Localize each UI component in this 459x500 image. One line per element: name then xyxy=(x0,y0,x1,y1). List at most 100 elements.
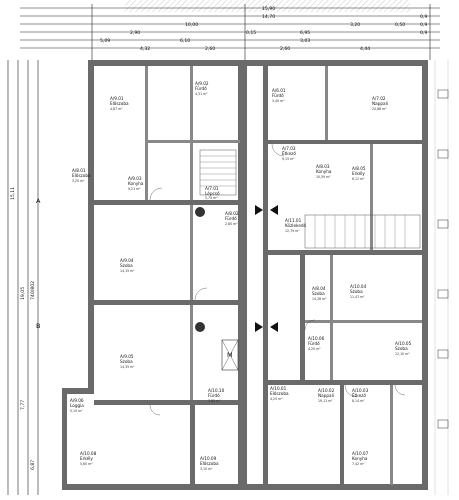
room-id: A/10.09 xyxy=(200,456,217,461)
room-id: A/6.01 xyxy=(272,88,286,93)
room-name: Étkező xyxy=(282,151,296,156)
room-id: A/10.04 xyxy=(350,284,367,289)
right-grid-lines xyxy=(434,60,449,495)
room-id: A/8.02 xyxy=(225,211,239,216)
main-staircase xyxy=(304,214,421,249)
room-area: 3,85 m² xyxy=(208,399,221,403)
room-area: 20,88 m² xyxy=(372,107,387,111)
room-name: Fürdő xyxy=(225,216,237,221)
room-name: Loggia xyxy=(70,403,84,408)
room-area: 2,80 m² xyxy=(225,222,238,226)
dim-row4-a: 2,90 xyxy=(130,30,140,36)
lift-label: M xyxy=(227,351,233,359)
room-area: 8,14 m² xyxy=(352,399,365,403)
room-id: A/9.03 xyxy=(128,176,142,181)
axis-label-a: A xyxy=(36,197,41,205)
room-id: A/11.01 xyxy=(285,218,302,223)
room-id: A/9.06 xyxy=(70,398,84,403)
room-name: Lépcső xyxy=(205,191,220,196)
dim-top-total: 15,90 xyxy=(262,6,275,12)
room-area: 4,25 m² xyxy=(270,397,283,401)
room-name: Előszoba xyxy=(110,101,129,106)
room-area: 9,15 m² xyxy=(282,157,295,161)
room-name: Közlekedő xyxy=(285,223,307,228)
room-id: A/9.04 xyxy=(120,258,134,263)
room-area: 14,15 m² xyxy=(120,269,135,273)
room-name: Nappali xyxy=(318,393,334,398)
room-id: A/9.02 xyxy=(195,81,209,86)
room-area: 4,87 m² xyxy=(110,107,123,111)
room-name: Fürdő xyxy=(208,393,220,398)
room-area: 11,47 m² xyxy=(350,295,365,299)
room-name: Nappali xyxy=(372,101,388,106)
room-name: Étkező xyxy=(352,393,366,398)
right-level-markers xyxy=(437,89,449,429)
room-id: A/9.05 xyxy=(120,354,134,359)
room-id: A/10.03 xyxy=(352,388,369,393)
room-id: A/7.02 xyxy=(372,96,386,101)
dim-row6-a: 5,09 xyxy=(100,38,110,44)
stair-core xyxy=(199,149,239,371)
door-swings xyxy=(149,143,406,416)
room-name: Szoba xyxy=(350,289,363,294)
room-id: A/8.04 xyxy=(312,286,326,291)
room-area: 7,42 m² xyxy=(352,462,365,466)
dim-row4-b: 0,15 xyxy=(246,30,256,36)
dim-row3-a: 10,00 xyxy=(185,22,198,28)
room-name: Erkély xyxy=(352,171,365,176)
dim-row5-c: 3,03 xyxy=(300,38,310,44)
dim-row5-d: 4,44 xyxy=(360,46,370,52)
room-id: A/10.07 xyxy=(352,451,369,456)
room-name: Szoba xyxy=(395,346,408,351)
dim-row4-c: 6,95 xyxy=(300,30,310,36)
room-area: 14,26 m² xyxy=(312,297,327,301)
room-name: Előszoba xyxy=(270,391,289,396)
top-dimension-lines xyxy=(20,4,440,60)
room-name: Fürdő xyxy=(195,86,207,91)
room-name: Fürdő xyxy=(272,93,284,98)
room-area: 5,10 m² xyxy=(70,409,83,413)
room-id: A/10.02 xyxy=(318,388,335,393)
room-name: Konyha xyxy=(316,169,332,174)
dim-left-b: 19,05 xyxy=(20,287,26,300)
dim-left-a: 15,11 xyxy=(10,187,16,200)
room-area: 3,10 m² xyxy=(200,467,213,471)
dim-row3-c: 0,50 xyxy=(395,22,405,28)
room-name: Konyha xyxy=(352,456,368,461)
room-name: Előszoba xyxy=(72,173,91,178)
partition-walls xyxy=(145,66,422,485)
room-id: A/10.05 xyxy=(395,341,412,346)
dim-row5-b: 6,10 xyxy=(180,38,190,44)
room-id: A/8.03 xyxy=(316,164,330,169)
dim-row4-d: 0,9 xyxy=(420,30,427,36)
room-area: 19,11 m² xyxy=(318,399,333,403)
room-name: Erkély xyxy=(80,456,93,461)
room-area: 3,20 m² xyxy=(72,179,85,183)
dim-row2-a: 14,70 xyxy=(262,14,275,20)
room-area: 14,35 m² xyxy=(120,365,135,369)
room-area: 12,79 m² xyxy=(285,229,300,233)
room-name: Fürdő xyxy=(308,341,320,346)
roof-hatch xyxy=(125,0,410,12)
room-id: A/10.08 xyxy=(80,451,97,456)
room-name: Előszoba xyxy=(200,461,219,466)
axis-markers xyxy=(195,205,278,332)
room-area: 5,75 m² xyxy=(205,196,218,200)
room-id: A/7.03 xyxy=(282,146,296,151)
dim-row6-b: 2,60 xyxy=(205,46,215,52)
dim-left-c: 740/802 xyxy=(30,281,36,300)
room-area: 5,60 m² xyxy=(80,462,93,466)
room-id: A/8.01 xyxy=(72,168,86,173)
room-name: Szoba xyxy=(120,263,133,268)
room-id: A/8.05 xyxy=(352,166,366,171)
room-name: Konyha xyxy=(128,181,144,186)
outer-walls xyxy=(62,60,428,490)
room-area: 9,21 m² xyxy=(128,187,141,191)
dim-left-e: 6,87 xyxy=(30,460,36,470)
axis-label-b: B xyxy=(36,322,40,330)
left-dimension-lines xyxy=(7,60,39,495)
room-id: A/7.01 xyxy=(205,186,219,191)
structural-walls xyxy=(94,60,428,490)
room-area: 6,12 m² xyxy=(352,177,365,181)
